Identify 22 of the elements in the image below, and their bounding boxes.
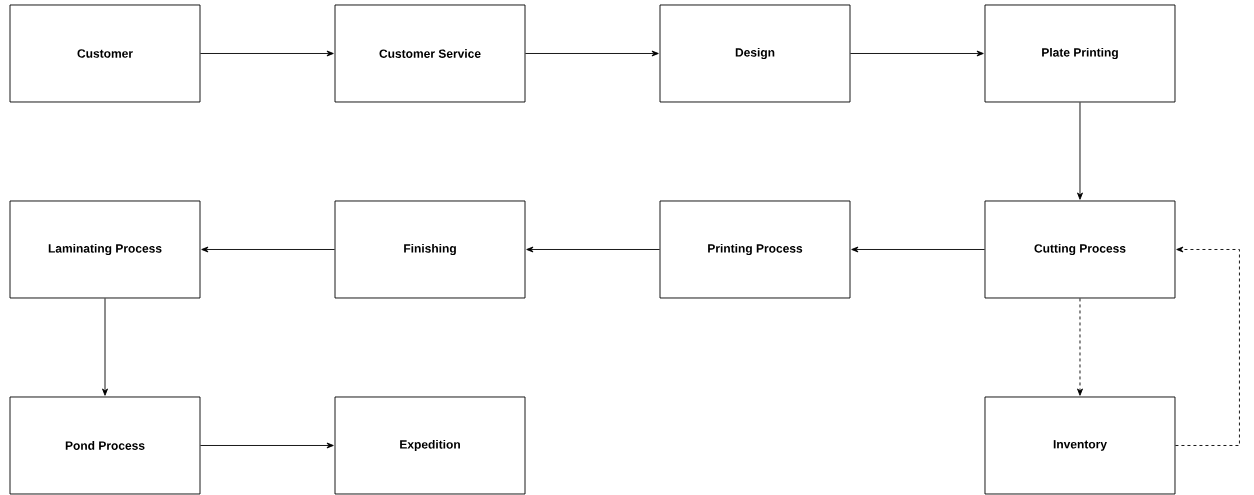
- process-box: Cutting Process: [984, 200, 1176, 299]
- arrow: [526, 246, 660, 253]
- arrow: [200, 442, 334, 449]
- arrow: [851, 246, 985, 253]
- process-box: Customer: [9, 4, 201, 103]
- process-box: Inventory: [984, 396, 1176, 495]
- process-box: Customer Service: [334, 4, 526, 103]
- arrow: [201, 246, 335, 253]
- arrow: [102, 298, 108, 396]
- arrow: [525, 50, 659, 57]
- arrow: [850, 50, 984, 57]
- arrow: [1077, 102, 1083, 200]
- arrow: [200, 50, 334, 57]
- process-box: Expedition: [334, 396, 526, 495]
- process-box: Laminating Process: [9, 200, 201, 299]
- process-box: Plate Printing: [984, 4, 1176, 103]
- arrow: [1175, 246, 1240, 446]
- process-box: Printing Process: [659, 200, 851, 299]
- process-box: Pond Process: [9, 396, 201, 495]
- process-box: Finishing: [334, 200, 526, 299]
- arrow: [1077, 298, 1083, 396]
- process-box: Design: [659, 4, 851, 103]
